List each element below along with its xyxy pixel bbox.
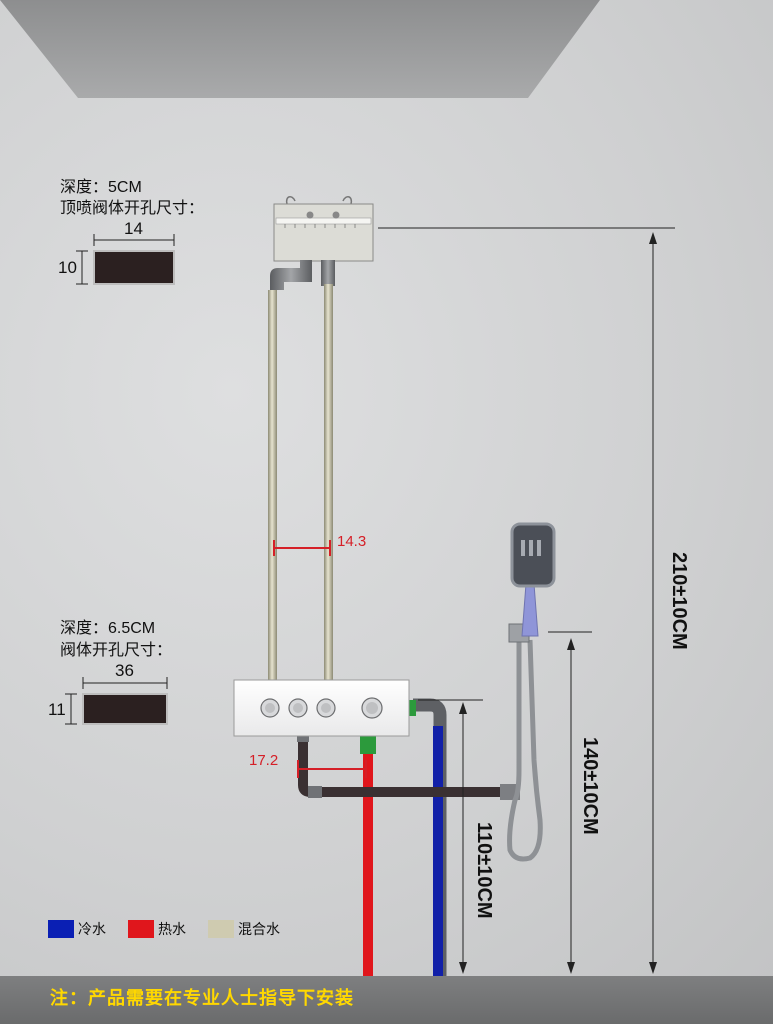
- outlet-offset-value: 17.2: [249, 752, 279, 769]
- legend-mixed-label: 混合水: [238, 921, 280, 937]
- hot-inlet-fitting: [360, 736, 376, 754]
- left-top-elbow: [270, 260, 312, 290]
- legend-mixed: 混合水: [208, 918, 280, 940]
- rain-cutout-label: 顶喷阀体开孔尺寸：: [60, 200, 205, 217]
- cold-water-pipe: [433, 726, 443, 976]
- legend-mixed-swatch: [208, 920, 234, 938]
- mixed-pipe-left: [268, 290, 277, 680]
- footer-note: 注：产品需要在专业人士指导下安装: [50, 988, 354, 1008]
- hot-water-pipe: [363, 740, 373, 976]
- mixed-pipe-right: [324, 284, 333, 680]
- cold-inlet-fitting: [408, 700, 416, 716]
- shower-handle: [521, 583, 539, 637]
- handshower-supply-pipe: [298, 735, 516, 797]
- pipe-spacing-dimension: [273, 540, 331, 556]
- ceiling-recess: [0, 0, 600, 98]
- rain-cutout-width: 14: [124, 219, 143, 238]
- thermostatic-valve-panel: [233, 679, 410, 737]
- legend-cold: 冷水: [48, 918, 106, 940]
- legend-cold-swatch: [48, 920, 74, 938]
- plumbing-diagram: [65, 196, 675, 976]
- right-top-coupling: [321, 260, 335, 286]
- total-height-value: 210±10CM: [668, 552, 690, 650]
- shower-hose: [507, 639, 543, 862]
- rain-depth-label: 深度：5CM: [60, 179, 142, 196]
- valve-height-value: 110±10CM: [473, 822, 495, 919]
- valve-cutout-diagram: [65, 677, 168, 725]
- valve-depth-label: 深度：6.5CM: [60, 620, 156, 637]
- legend-hot-swatch: [128, 920, 154, 938]
- footer-bar: [0, 976, 773, 1024]
- legend-hot-label: 热水: [158, 921, 186, 937]
- outlet-offset-dimension: [297, 760, 367, 778]
- handshower-height-value: 140±10CM: [579, 737, 601, 835]
- cold-elbow: [413, 698, 447, 976]
- valve-cutout-label: 阀体开孔尺寸：: [60, 642, 173, 659]
- height-dimension-lines: [378, 227, 675, 968]
- rain-cutout-height: 10: [58, 258, 77, 277]
- rain-shower-valve-box: [273, 196, 374, 262]
- valve-cutout-width: 36: [115, 661, 134, 680]
- pipe-spacing-value: 14.3: [337, 533, 367, 550]
- legend-hot: 热水: [128, 918, 186, 940]
- valve-cutout-height: 11: [48, 700, 66, 719]
- legend-cold-label: 冷水: [78, 921, 106, 937]
- rain-cutout-diagram: [76, 234, 175, 285]
- concrete-wall-background: [0, 0, 773, 976]
